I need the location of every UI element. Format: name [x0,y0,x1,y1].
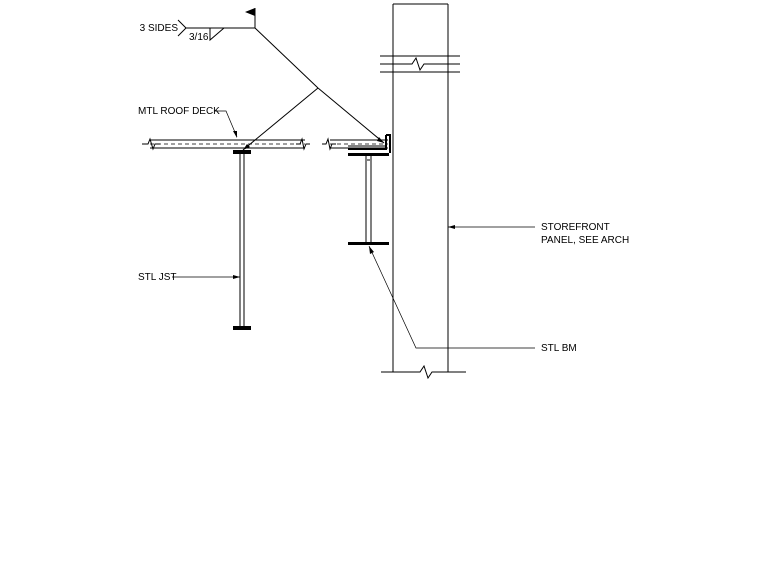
beam-label: STL BM [541,343,577,354]
storefront-panel [380,3,466,380]
weld-symbol: 3 SIDES 3/16 [140,8,385,151]
callout-leaders [172,110,535,349]
storefront-label-line1: STOREFRONT [541,222,610,233]
storefront-label-line2: PANEL, SEE ARCH [541,235,629,246]
weld-sides-label: 3 SIDES [140,23,179,34]
steel-beam [348,134,391,245]
roof-deck [142,137,388,151]
steel-joist [233,150,251,330]
roof-deck-label: MTL ROOF DECK [138,106,220,117]
joist-label: STL JST [138,272,177,283]
weld-size-label: 3/16 [189,32,209,43]
